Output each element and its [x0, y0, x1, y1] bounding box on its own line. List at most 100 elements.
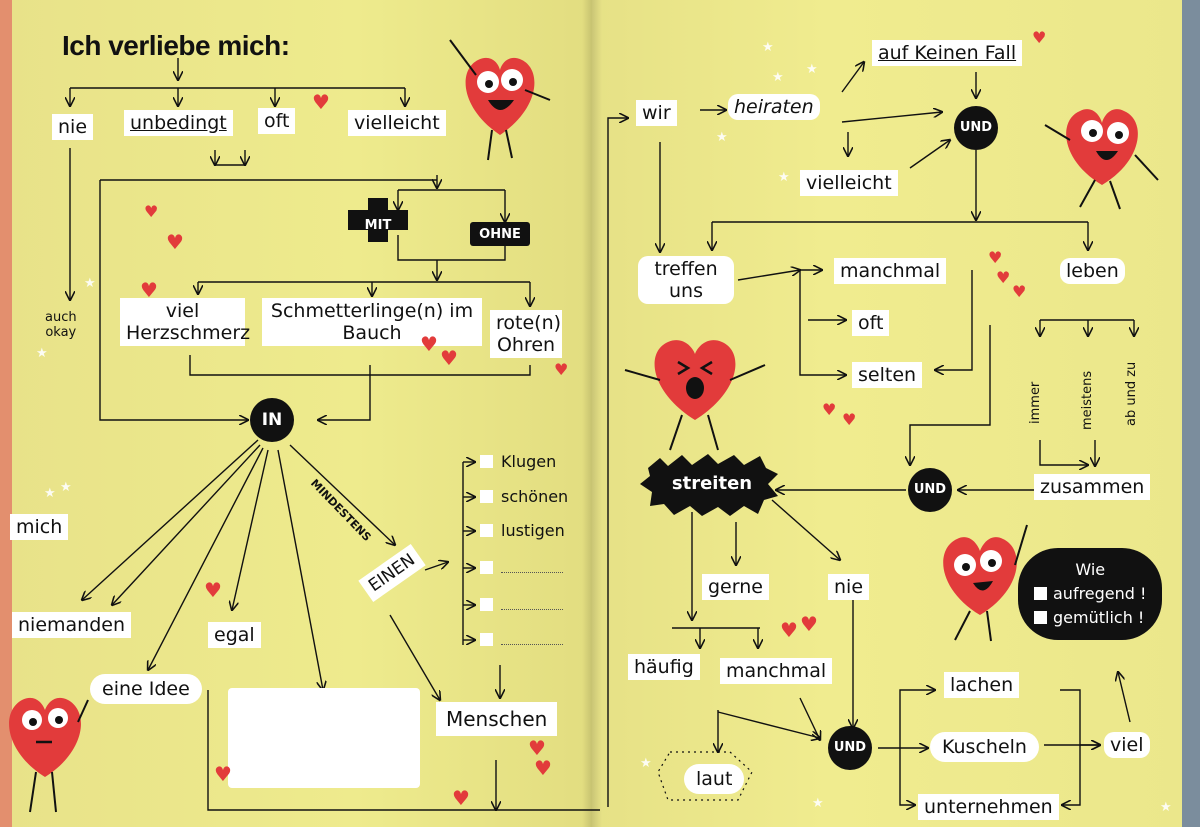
label-immer: immer — [1028, 381, 1043, 424]
heart-character-neutral — [9, 697, 89, 813]
option-rote-ohren: rote(n) Ohren — [490, 310, 562, 358]
star-icon: ★ — [806, 62, 818, 77]
checkbox-blank-2[interactable] — [480, 595, 563, 614]
node-streiten: streiten — [671, 473, 753, 494]
option-menschen: Menschen — [436, 702, 558, 736]
speech-option-aufregend[interactable]: aufregend ! — [1034, 582, 1146, 606]
node-heiraten: heiraten — [728, 94, 820, 120]
heart-icon: ♥ — [440, 346, 458, 370]
mit-label: MIT — [364, 218, 392, 233]
heart-icon: ♥ — [988, 248, 1003, 267]
right-edge — [1182, 0, 1200, 827]
heart-icon: ♥ — [996, 268, 1011, 287]
checkbox-blank-1[interactable] — [480, 558, 563, 577]
option-vielleicht: vielleicht — [348, 110, 446, 136]
option-oft: oft — [258, 108, 296, 134]
node-vielleicht: vielleicht — [800, 170, 898, 196]
heart-character-angry — [624, 340, 766, 451]
node-gerne: gerne — [702, 574, 769, 600]
node-laut: laut — [684, 764, 745, 794]
node-lachen: lachen — [944, 672, 1020, 698]
node-haeufig: häufig — [628, 654, 700, 680]
option-herzschmerz: viel Herzschmerz — [120, 298, 250, 346]
speech-option-gemuetlich[interactable]: gemütlich ! — [1034, 606, 1146, 630]
speech-wie: Wie — [1075, 560, 1106, 579]
speech-option-gemuetlich-text: gemütlich ! — [1053, 608, 1145, 627]
checkbox-schoenen[interactable]: schönen — [480, 487, 568, 506]
heart-icon: ♥ — [312, 90, 330, 114]
option-nie: nie — [52, 114, 94, 140]
speech-bubble: Wie aufregend ! gemütlich ! — [1018, 548, 1163, 640]
option-eine-idee: eine Idee — [90, 674, 202, 704]
star-icon: ★ — [812, 796, 824, 811]
heart-icon: ♥ — [1012, 282, 1027, 301]
write-in-box[interactable] — [228, 688, 420, 788]
heart-icon: ♥ — [214, 762, 232, 786]
star-icon: ★ — [778, 170, 790, 185]
star-icon: ★ — [60, 480, 72, 495]
heart-icon: ♥ — [166, 230, 184, 254]
node-oft: oft — [852, 310, 890, 336]
node-wir: wir — [636, 100, 677, 126]
heart-icon: ♥ — [842, 410, 857, 429]
node-nie: nie — [828, 574, 870, 600]
heart-icon: ♥ — [1032, 28, 1047, 47]
option-unbedingt: unbedingt — [124, 110, 233, 136]
node-treffen-uns: treffen uns — [638, 256, 734, 304]
heart-icon: ♥ — [452, 786, 470, 810]
heart-icon: ♥ — [534, 756, 552, 780]
auch-okay-line-2: okay — [45, 325, 77, 340]
checkbox-klugen[interactable]: Klugen — [480, 452, 556, 471]
star-icon: ★ — [762, 40, 774, 55]
node-zusammen: zusammen — [1034, 474, 1151, 500]
heart-icon: ♥ — [554, 360, 569, 379]
und-node-3: UND — [828, 726, 872, 770]
option-mich: mich — [10, 514, 69, 540]
star-icon: ★ — [36, 346, 48, 361]
auch-okay-label: auch okay — [45, 310, 77, 340]
star-icon: ★ — [44, 486, 56, 501]
option-schmetterlinge: Schmetterlinge(n) im Bauch — [262, 298, 482, 346]
label-meistens: meistens — [1080, 370, 1095, 430]
star-icon: ★ — [716, 130, 728, 145]
node-kuscheln: Kuscheln — [930, 732, 1039, 762]
star-icon: ★ — [84, 276, 96, 291]
heart-character-waving — [449, 39, 551, 161]
node-auf-keinen-fall: auf Keinen Fall — [872, 40, 1023, 66]
und-node-2: UND — [908, 468, 952, 512]
ohne-label: OHNE — [479, 227, 521, 242]
heart-icon: ♥ — [144, 202, 159, 221]
star-icon: ★ — [1160, 800, 1172, 815]
node-leben: leben — [1060, 258, 1125, 284]
heart-icon: ♥ — [420, 332, 438, 356]
node-viel: viel — [1104, 732, 1150, 758]
left-edge — [0, 0, 12, 827]
und-node-1: UND — [954, 106, 998, 150]
adjective-klugen: Klugen — [501, 452, 557, 471]
checkbox-lustigen[interactable]: lustigen — [480, 521, 565, 540]
heart-character-jumping — [1044, 109, 1159, 210]
streiten-badge-shape — [640, 454, 778, 516]
option-niemanden: niemanden — [12, 612, 131, 638]
adjective-lustigen: lustigen — [501, 521, 565, 540]
node-unternehmen: unternehmen — [918, 794, 1059, 820]
heart-icon: ♥ — [822, 400, 837, 419]
speech-option-aufregend-text: aufregend ! — [1053, 584, 1147, 603]
auch-okay-line-1: auch — [45, 310, 77, 325]
page-title: Ich verliebe mich: — [62, 30, 290, 61]
node-selten: selten — [852, 362, 923, 388]
node-manchmal-2: manchmal — [720, 658, 833, 684]
heart-icon: ♥ — [780, 618, 798, 642]
adjective-schoenen: schönen — [501, 487, 569, 506]
heart-icon: ♥ — [204, 578, 222, 602]
heart-icon: ♥ — [800, 612, 818, 636]
star-icon: ★ — [640, 756, 652, 771]
node-manchmal: manchmal — [834, 258, 947, 284]
checkbox-blank-3[interactable] — [480, 630, 563, 649]
heart-character-talking — [943, 524, 1028, 642]
star-icon: ★ — [772, 70, 784, 85]
book-gutter — [582, 0, 602, 827]
heart-icon: ♥ — [528, 736, 546, 760]
option-egal: egal — [208, 622, 261, 648]
